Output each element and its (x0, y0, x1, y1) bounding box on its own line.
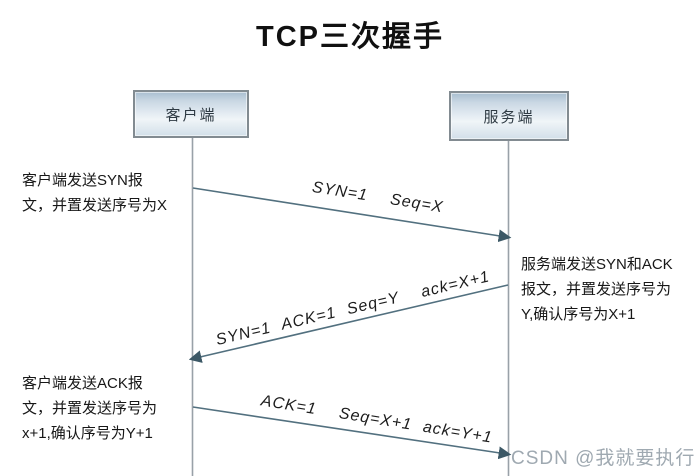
message-arrow-ack (192, 406, 512, 460)
note-line: 服务端发送SYN和ACK (521, 256, 673, 273)
note-line: 报文，并置发送序号为 (521, 281, 672, 298)
note-line: Y,确认序号为X+1 (521, 306, 636, 323)
diagram-title: TCP三次握手 (255, 21, 444, 53)
actor-box-server: 服务端 (449, 91, 569, 141)
note-line: x+1,确认序号为Y+1 (22, 425, 153, 442)
message-arrow-synack (188, 284, 509, 363)
actor-label-server: 服务端 (483, 108, 535, 126)
message-label-syn: SYN=1 Seq=X (311, 179, 445, 216)
message-arrow-syn (192, 187, 512, 243)
message-label-synack: SYN=1 ACK=1 Seq=Y ack=X+1 (214, 268, 491, 349)
note-server-synack: 服务端发送SYN和ACK 报文，并置发送序号为 Y,确认序号为X+1 (521, 252, 673, 327)
note-client-ack: 客户端发送ACK报 文，并置发送序号为 x+1,确认序号为Y+1 (22, 371, 157, 446)
csdn-watermark: CSDN @我就要执行 (511, 448, 696, 469)
note-line: 客户端发送SYN报 (22, 172, 143, 189)
note-line: 文，并置发送序号为 (22, 400, 158, 417)
note-line: 客户端发送ACK报 (22, 375, 143, 392)
actor-box-client: 客户端 (133, 90, 249, 138)
note-line: 文，并置发送序号为X (22, 197, 168, 214)
message-label-ack: ACK=1 Seq=X+1 ack=Y+1 (259, 392, 494, 446)
note-client-syn: 客户端发送SYN报 文，并置发送序号为X (22, 168, 167, 218)
actor-label-client: 客户端 (165, 106, 217, 124)
